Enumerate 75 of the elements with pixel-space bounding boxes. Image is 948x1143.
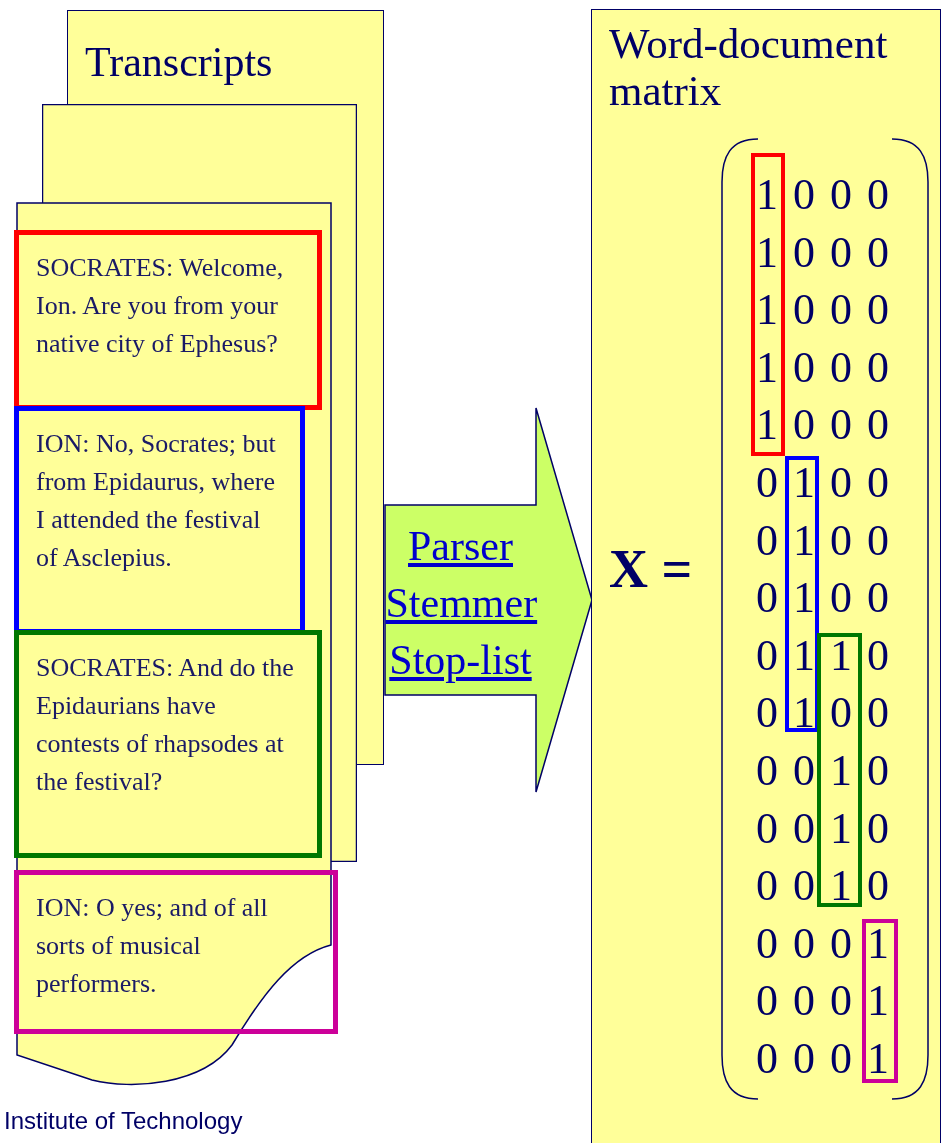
- matrix-entry: 0: [792, 864, 816, 909]
- matrix-entry: 0: [755, 921, 779, 966]
- matrix-entry: 1: [755, 403, 779, 448]
- matrix-entry: 0: [866, 864, 890, 909]
- dialogue-text: SOCRATES: Welcome, Ion. Are you from your native city of Ephesus?: [36, 252, 285, 360]
- matrix-entry: 0: [829, 979, 853, 1024]
- panel-title: Word-document matrix: [609, 20, 889, 114]
- matrix-entry: 1: [792, 633, 816, 678]
- matrix-entry: 0: [866, 461, 890, 505]
- matrix-entry: 1: [755, 230, 779, 275]
- matrix-entry: 0: [829, 691, 853, 736]
- matrix-entry: 0: [792, 921, 816, 966]
- matrix-entry: 1: [829, 633, 853, 678]
- matrix-entry: 0: [866, 403, 890, 448]
- matrix-entry: 1: [829, 806, 853, 851]
- matrix-entry: 1: [755, 288, 779, 333]
- matrix-entry: 0: [755, 864, 779, 909]
- matrix-entry: 0: [755, 691, 779, 736]
- matrix-variable: X =: [609, 542, 693, 596]
- matrix-entry: 1: [755, 173, 779, 217]
- matrix-entry: 0: [792, 749, 816, 793]
- matrix-entry: 0: [866, 806, 890, 851]
- matrix-entry: 1: [755, 345, 779, 390]
- edge-label: Parser Stemmer Stop-list: [385, 522, 536, 685]
- matrix-entry: 1: [792, 461, 816, 505]
- matrix-entry: 0: [829, 1037, 853, 1081]
- matrix-entry: 0: [829, 288, 853, 333]
- dialogue-text: ION: No, Socrates; but from Epidaurus, where I attended the festival of Asclepius.: [36, 428, 277, 574]
- block-arrow: [384, 407, 593, 793]
- matrix-entry: 1: [866, 1037, 890, 1081]
- matrix-entry: 0: [866, 518, 890, 563]
- matrix-entry: 1: [866, 979, 890, 1024]
- matrix-entry: 0: [792, 345, 816, 390]
- matrix-entry: 0: [829, 230, 853, 275]
- matrix-entry: 0: [755, 806, 779, 851]
- matrix-entry: 0: [792, 230, 816, 275]
- matrix-entry: 0: [792, 288, 816, 333]
- matrix-panel: [591, 9, 941, 1143]
- matrix-entry: 0: [755, 518, 779, 563]
- matrix-entry: 0: [755, 461, 779, 505]
- matrix-entry: 0: [792, 173, 816, 217]
- dialogue-text: ION: O yes; and of all sorts of musical performers.: [36, 892, 269, 1000]
- matrix-entry: 0: [829, 403, 853, 448]
- matrix-entry: 0: [792, 1037, 816, 1081]
- matrix-entry: 0: [866, 749, 890, 793]
- matrix-entry: 0: [829, 921, 853, 966]
- matrix-entry: 0: [866, 230, 890, 275]
- matrix-entry: 0: [792, 806, 816, 851]
- matrix-entry: 0: [829, 173, 853, 217]
- matrix-entry: 1: [829, 864, 853, 909]
- matrix-entry: 0: [866, 288, 890, 333]
- matrix-entry: 0: [755, 749, 779, 793]
- matrix-entry: 0: [829, 345, 853, 390]
- matrix-entry: 0: [866, 576, 890, 621]
- matrix-entry: 1: [829, 749, 853, 793]
- matrix-entry: 1: [866, 921, 890, 966]
- dialogue-text: SOCRATES: And do the Epidaurians have contests of rhapsodes at the festival?: [36, 652, 295, 798]
- matrix-entry: 0: [755, 633, 779, 678]
- matrix-entry: 0: [829, 576, 853, 621]
- matrix-entry: 0: [866, 691, 890, 736]
- page-title: Transcripts: [85, 41, 273, 83]
- matrix-entry: 0: [866, 345, 890, 390]
- matrix-entry: 0: [755, 979, 779, 1024]
- matrix-entry: 1: [792, 576, 816, 621]
- footer-text: Institute of Technology: [4, 1109, 243, 1133]
- matrix-entry: 0: [792, 403, 816, 448]
- matrix-entry: 0: [755, 1037, 779, 1081]
- matrix-entry: 0: [829, 518, 853, 563]
- matrix-entry: 0: [866, 173, 890, 217]
- matrix-entry: 0: [755, 576, 779, 621]
- matrix-entry: 0: [866, 633, 890, 678]
- matrix-entry: 1: [792, 518, 816, 563]
- matrix-entry: 1: [792, 691, 816, 736]
- matrix-entry: 0: [829, 461, 853, 505]
- matrix-entry: 0: [792, 979, 816, 1024]
